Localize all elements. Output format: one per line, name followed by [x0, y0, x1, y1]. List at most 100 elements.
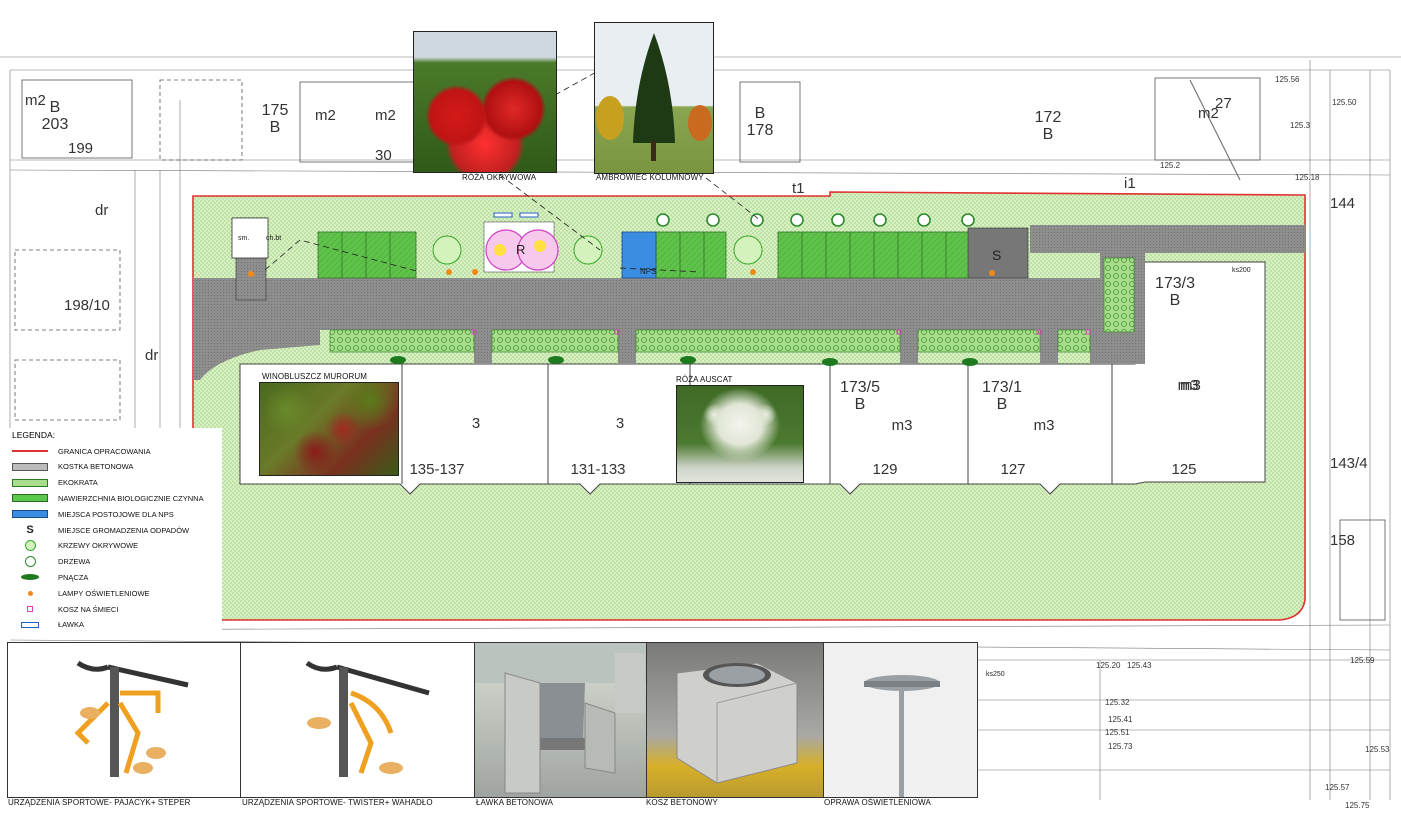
caption-roza-auscat: RÓŻA AUSCAT [676, 375, 733, 384]
tree-symbol [873, 213, 887, 227]
building-127-label: m3 [1034, 417, 1055, 434]
parking-green [317, 231, 969, 279]
ks200-label: ks200 [1232, 267, 1251, 274]
caption-winobluszcz: WINOBLUSZCZ MURORUM [262, 372, 368, 381]
shrubs [432, 235, 763, 265]
nps-label: NPS [640, 267, 656, 276]
bin-illustration [676, 662, 798, 784]
panel-twister [240, 642, 475, 798]
trash-bins [471, 329, 1091, 335]
legend-symbol-lampy [12, 588, 48, 598]
caption-twister: URZĄDZENIA SPORTOWE- TWISTER+ WAHADŁO [242, 798, 433, 807]
ekokrata-strips [329, 257, 1135, 353]
legend-label-odpady: MIEJSCE GROMADZENIA ODPADÓW [58, 525, 190, 535]
building-129-label: m3 [892, 417, 913, 434]
legend-symbol-kosz [12, 604, 48, 614]
photo-roza-auscat [676, 385, 804, 483]
tree-symbol [706, 213, 720, 227]
photo-ambrowiec [594, 22, 714, 174]
svg-text:125.50: 125.50 [1332, 98, 1357, 107]
svg-text:125.56: 125.56 [1275, 75, 1300, 84]
legend-label-nawierzchnia: NAWIERZCHNIA BIOLOGICZNIE CZYNNA [58, 493, 204, 503]
legend-label-lawka: ŁAWKA [58, 620, 84, 630]
tree-symbol [656, 213, 670, 227]
building-135-label: 3 [472, 415, 480, 432]
label-dr2: dr [145, 347, 158, 364]
nps-parking [621, 231, 657, 279]
svg-text:125.59: 125.59 [1350, 656, 1375, 665]
label-i1: i1 [1124, 175, 1136, 192]
legend-item-nawierzchnia: NAWIERZCHNIA BIOLOGICZNIE CZYNNA [12, 491, 204, 505]
tree-symbol [831, 213, 845, 227]
caption-kosz: KOSZ BETONOWY [646, 798, 718, 807]
caption-roza-okrywowa: RÓŻA OKRYWOWA [462, 173, 537, 182]
svg-text:125.75: 125.75 [1345, 801, 1370, 810]
svg-text:125.20: 125.20 [1096, 661, 1121, 670]
legend-item-drzewa: DRZEWA [12, 555, 90, 569]
tree-symbol [790, 213, 804, 227]
legend-item-krzewy: KRZEWY OKRYWOWE [12, 539, 138, 553]
label-158: 158 [1330, 532, 1355, 549]
label-m2d: m2 [1198, 105, 1219, 122]
label-m2b: m2 [315, 107, 336, 124]
legend-symbol-nawierzchnia [12, 493, 48, 503]
playground [483, 212, 559, 273]
legend-item-nps: MIEJSCA POSTOJOWE DLA NPS [12, 507, 174, 521]
map-texts: m2 m2 m2 m2 m3 dr dr i1 t1 30 27 158 143… [25, 92, 1368, 549]
legend-symbol-pnacza [12, 572, 48, 582]
label-198: 198/10 [64, 297, 110, 314]
marker-labels: NPS S R sm. ch.bt ks200 ks250 [238, 235, 1251, 678]
building-131-label: 3 [616, 415, 624, 432]
label-m3a: m3 [1180, 377, 1201, 394]
panel-kosz [646, 642, 825, 798]
caption-pajacyk: URZĄDZENIA SPORTOWE- PAJACYK+ STEPER [8, 798, 191, 807]
legend-label-ekokrata: EKOKRATA [58, 478, 98, 488]
r-marker: R [516, 242, 525, 257]
svg-text:125.43: 125.43 [1127, 661, 1152, 670]
legend-symbol-drzewa [12, 556, 48, 568]
legend-item-kosz: KOSZ NA ŚMIECI [12, 602, 118, 616]
legend-symbol-nps [12, 509, 48, 519]
legend-label-kostka: KOSTKA BETONOWA [58, 462, 134, 472]
legend-label-kosz: KOSZ NA ŚMIECI [58, 604, 119, 614]
legend-item-granica: GRANICA OPRACOWANIA [12, 444, 151, 458]
legend-symbol-ekokrata [12, 478, 48, 488]
legend-item-pnacza: PNĄCZA [12, 570, 88, 584]
building-125-label: m3 [1178, 377, 1199, 394]
legend-label-krzewy: KRZEWY OKRYWOWE [58, 541, 139, 551]
tree-illustration [596, 33, 712, 161]
sm-label: sm. [238, 235, 249, 242]
svg-text:125.2: 125.2 [1160, 161, 1181, 170]
label-199: 199 [68, 140, 93, 157]
ks250-label: ks250 [986, 671, 1005, 678]
legend-item-lawka: ŁAWKA [12, 618, 84, 632]
tree-symbol [750, 213, 764, 227]
legend-item-kostka: KOSTKA BETONOWA [12, 460, 133, 474]
tree-symbol [917, 213, 931, 227]
legend-symbol-kostka [12, 462, 48, 472]
caption-ambrowiec: AMBROWIEC KOLUMNOWY [596, 173, 704, 182]
svg-text:125.57: 125.57 [1325, 783, 1350, 792]
svg-text:125.73: 125.73 [1108, 742, 1133, 751]
legend-symbol-krzewy [12, 540, 48, 552]
leader-lines [264, 69, 761, 273]
legend-item-ekokrata: EKOKRATA [12, 476, 98, 490]
label-30: 30 [375, 147, 392, 164]
photo-roza-okrywowa [413, 31, 557, 173]
svg-text:125.41: 125.41 [1108, 715, 1133, 724]
trees [656, 213, 975, 227]
bench-illustration [475, 643, 647, 794]
caption-oprawa: OPRAWA OŚWIETLENIOWA [824, 798, 931, 807]
entry-stub [231, 217, 269, 259]
svg-text:125.51: 125.51 [1105, 728, 1130, 737]
lamps [248, 269, 995, 277]
